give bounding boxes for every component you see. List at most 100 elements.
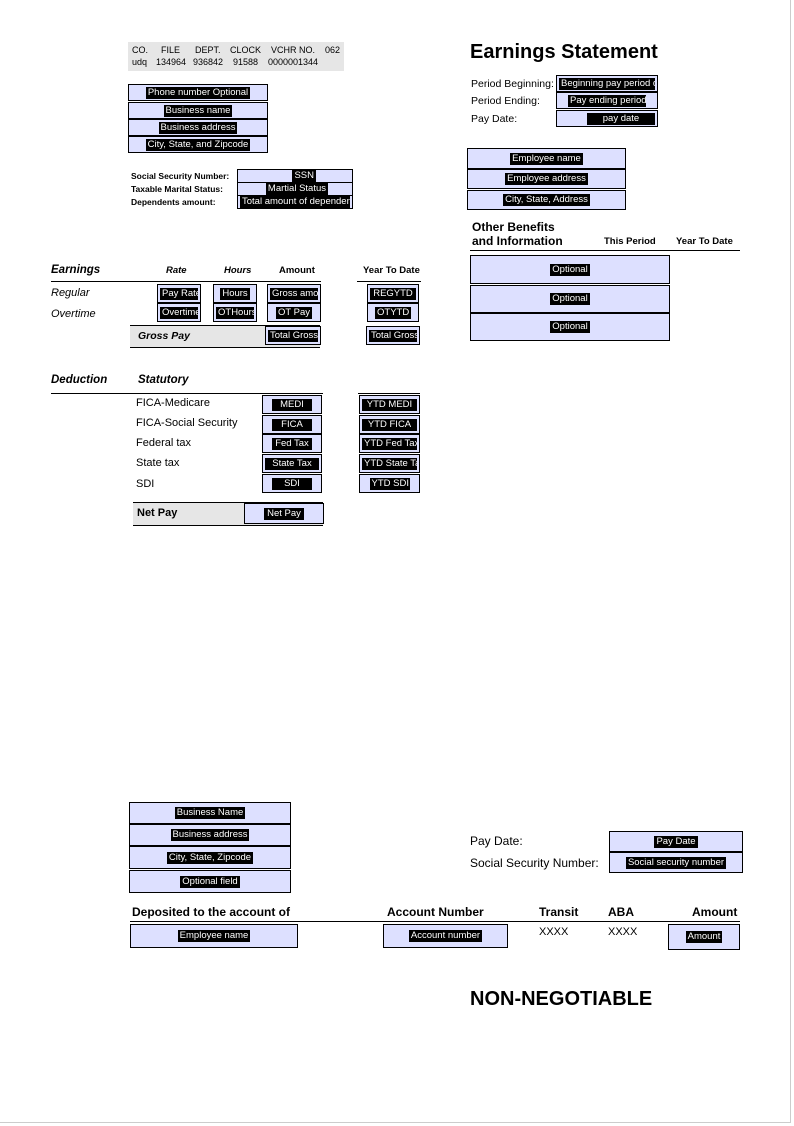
deduction-label-state: State tax — [136, 457, 180, 469]
earnings-rule-left — [51, 281, 321, 282]
non-negotiable-label: NON-NEGOTIABLE — [470, 988, 653, 1010]
earnings-regular-label: Regular — [51, 287, 90, 299]
gross-ytd-field[interactable]: Total Gross — [366, 326, 420, 345]
other-benefit-row-1[interactable]: Optional — [470, 255, 670, 284]
dependents-label: Dependents amount: — [131, 197, 216, 207]
deduction-label-medicare: FICA-Medicare — [136, 397, 210, 409]
stub-ssn-label: Social Security Number: — [470, 856, 599, 870]
header-codes: CO. FILE DEPT. CLOCK VCHR NO. 062 udq 13… — [128, 42, 344, 71]
phone-field[interactable]: Phone number Optional — [128, 84, 268, 101]
deduction-label-federal: Federal tax — [136, 437, 192, 449]
earnings-rule-right — [357, 281, 421, 282]
earnings-amount-header: Amount — [279, 265, 315, 276]
deposit-rule — [130, 921, 740, 922]
deduction-medicare-ytd-field[interactable]: YTD MEDI — [359, 395, 420, 414]
other-benefits-title-2: and Information — [472, 234, 563, 248]
city-state-zip-field[interactable]: City, State, and Zipcode — [128, 136, 268, 153]
code-label-co: CO. — [132, 45, 149, 55]
deduction-rule-left — [51, 393, 323, 394]
overtime-hours-field[interactable]: OTHours — [213, 303, 257, 322]
transit-label: Transit — [539, 905, 579, 919]
deduction-medicare-field[interactable]: MEDI — [262, 395, 322, 414]
code-label-file: FILE — [161, 45, 181, 55]
code-value-clock: 91588 — [233, 57, 259, 67]
period-beginning-field[interactable]: Beginning pay period d — [556, 75, 658, 92]
deduction-federal-field[interactable]: Fed Tax — [262, 434, 322, 453]
stub-business-name-field[interactable]: Business Name — [129, 802, 291, 824]
deduction-sdi-ytd-field[interactable]: YTD SDI — [359, 474, 420, 493]
deposit-account-number-field[interactable]: Account number — [383, 924, 508, 948]
stub-city-field[interactable]: City, State, Zipcode — [129, 846, 291, 869]
ssn-label: Social Security Number: — [131, 171, 230, 181]
overtime-rate-field[interactable]: Overtime — [157, 303, 201, 322]
deduction-state-ytd-field[interactable]: YTD State Ta — [359, 454, 420, 473]
other-benefits-title-1: Other Benefits — [472, 220, 555, 234]
stub-ssn-field[interactable]: Social security number — [609, 852, 743, 873]
overtime-amount-field[interactable]: OT Pay — [267, 303, 321, 322]
other-ytd-header: Year To Date — [676, 236, 733, 247]
code-label-clock: CLOCK — [230, 45, 262, 55]
regular-hours-field[interactable]: Hours — [213, 284, 257, 303]
marital-status-label: Taxable Marital Status: — [131, 184, 223, 194]
statutory-heading: Statutory — [138, 374, 189, 386]
other-benefit-row-2[interactable]: Optional — [470, 285, 670, 313]
gross-pay-label: Gross Pay — [138, 330, 190, 342]
ssn-field[interactable]: SSN — [237, 169, 353, 183]
stub-pay-date-label: Pay Date: — [470, 834, 523, 848]
regular-ytd-field[interactable]: REGYTD — [367, 284, 419, 303]
period-ending-label: Period Ending: — [471, 95, 540, 107]
aba-value: XXXX — [608, 926, 638, 938]
regular-amount-field[interactable]: Gross amo — [267, 284, 321, 303]
stub-optional-field[interactable]: Optional field — [129, 870, 291, 893]
net-pay-label: Net Pay — [137, 507, 178, 519]
overtime-ytd-field[interactable]: OTYTD — [367, 303, 419, 322]
earnings-rate-header: Rate — [166, 265, 187, 276]
deduction-label-fica: FICA-Social Security — [136, 417, 238, 429]
employee-city-field[interactable]: City, State, Address — [467, 190, 626, 210]
deduction-rule-right — [358, 393, 420, 394]
code-value-vchr: 0000001344 — [268, 57, 319, 67]
employee-address-field[interactable]: Employee address — [467, 169, 626, 189]
deduction-label-sdi: SDI — [136, 478, 155, 490]
code-value-co: udq — [132, 57, 148, 67]
deduction-state-field[interactable]: State Tax — [262, 454, 322, 473]
amount-label: Amount — [692, 905, 738, 919]
employee-name-field[interactable]: Employee name — [467, 148, 626, 169]
earnings-heading: Earnings — [51, 264, 101, 276]
deduction-fica-field[interactable]: FICA — [262, 415, 322, 434]
deposit-amount-field[interactable]: Amount — [668, 924, 740, 950]
other-benefits-rule — [470, 250, 740, 251]
deposit-employee-name-field[interactable]: Employee name — [130, 924, 298, 948]
stub-business-address-field[interactable]: Business address — [129, 824, 291, 846]
code-value-file: 134964 — [156, 57, 187, 67]
marital-status-field[interactable]: Martial Status — [237, 182, 353, 196]
other-benefit-row-3[interactable]: Optional — [470, 313, 670, 341]
gross-total-field[interactable]: Total Gross — [265, 326, 321, 345]
net-pay-field[interactable]: Net Pay — [244, 503, 324, 524]
business-address-field[interactable]: Business address — [128, 119, 268, 136]
pay-date-label: Pay Date: — [471, 113, 518, 125]
deposited-label: Deposited to the account of — [132, 905, 291, 919]
deduction-sdi-field[interactable]: SDI — [262, 474, 322, 493]
page-title: Earnings Statement — [470, 41, 658, 63]
pay-date-field[interactable]: pay date — [556, 110, 658, 127]
aba-label: ABA — [608, 905, 634, 919]
other-this-period-header: This Period — [604, 236, 656, 247]
code-value-dept: 936842 — [193, 57, 224, 67]
earnings-hours-header: Hours — [224, 265, 252, 276]
code-label-062: 062 — [325, 45, 341, 55]
deduction-federal-ytd-field[interactable]: YTD Fed Tax — [359, 434, 420, 453]
dependents-field[interactable]: Total amount of dependen — [237, 195, 353, 209]
period-beginning-label: Period Beginning: — [471, 78, 554, 90]
regular-rate-field[interactable]: Pay Rate — [157, 284, 201, 303]
deduction-fica-ytd-field[interactable]: YTD FICA — [359, 415, 420, 434]
period-ending-field[interactable]: Pay ending period — [556, 92, 658, 109]
deduction-heading: Deduction — [51, 374, 108, 386]
stub-pay-date-field[interactable]: Pay Date — [609, 831, 743, 852]
business-name-field[interactable]: Business name — [128, 102, 268, 119]
code-label-vchr: VCHR NO. — [271, 45, 316, 55]
account-number-label: Account Number — [387, 905, 484, 919]
earnings-ytd-header: Year To Date — [363, 265, 420, 276]
code-label-dept: DEPT. — [195, 45, 221, 55]
